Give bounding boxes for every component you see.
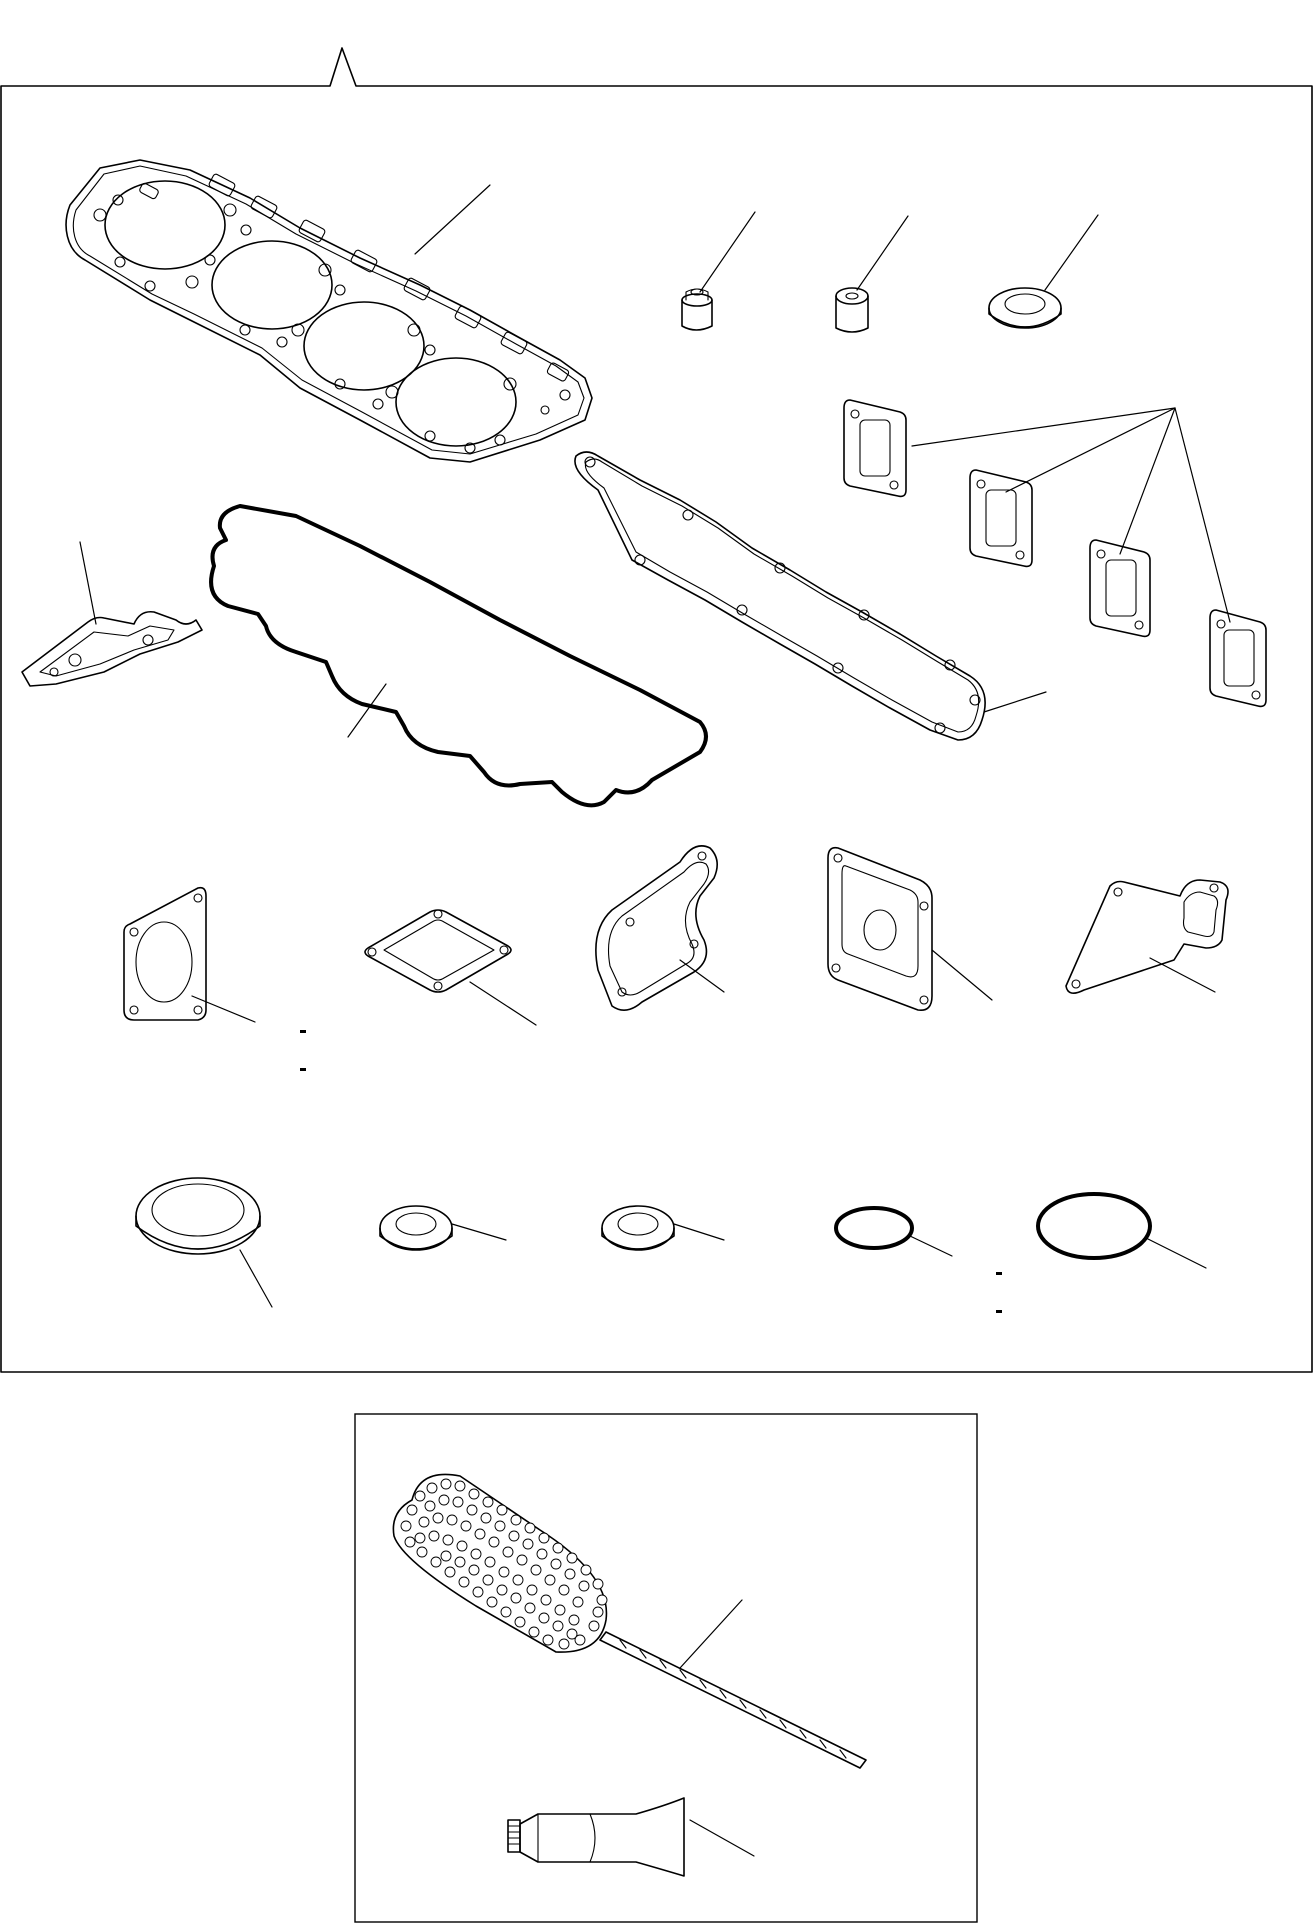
thrust-washer-large <box>135 1177 273 1308</box>
dash-marks <box>300 1030 1002 1313</box>
flange-gasket-round <box>123 886 256 1023</box>
sealant-tube <box>507 1797 755 1877</box>
washer-medium-2 <box>601 1205 725 1251</box>
plate-gasket <box>1065 879 1229 994</box>
cylinder-head-gasket <box>65 159 593 463</box>
small-bracket-gasket <box>21 541 203 687</box>
intake-manifold-gaskets-set <box>843 399 1267 708</box>
upper-panel-frame <box>0 47 1313 1373</box>
valve-stem-seal <box>681 211 756 331</box>
head-cover-gasket <box>209 504 708 808</box>
o-ring-small <box>834 1206 953 1257</box>
cover-gasket-large <box>827 846 993 1012</box>
washer-medium-1 <box>379 1205 507 1251</box>
flange-gasket-square <box>364 909 537 1026</box>
valve-guide-spacer <box>835 215 909 333</box>
cleaning-brush <box>392 1473 867 1769</box>
water-pump-gasket <box>595 845 725 1011</box>
exhaust-manifold-gasket <box>574 451 1047 741</box>
o-ring-large <box>1036 1192 1207 1269</box>
seal-washer <box>988 214 1099 329</box>
